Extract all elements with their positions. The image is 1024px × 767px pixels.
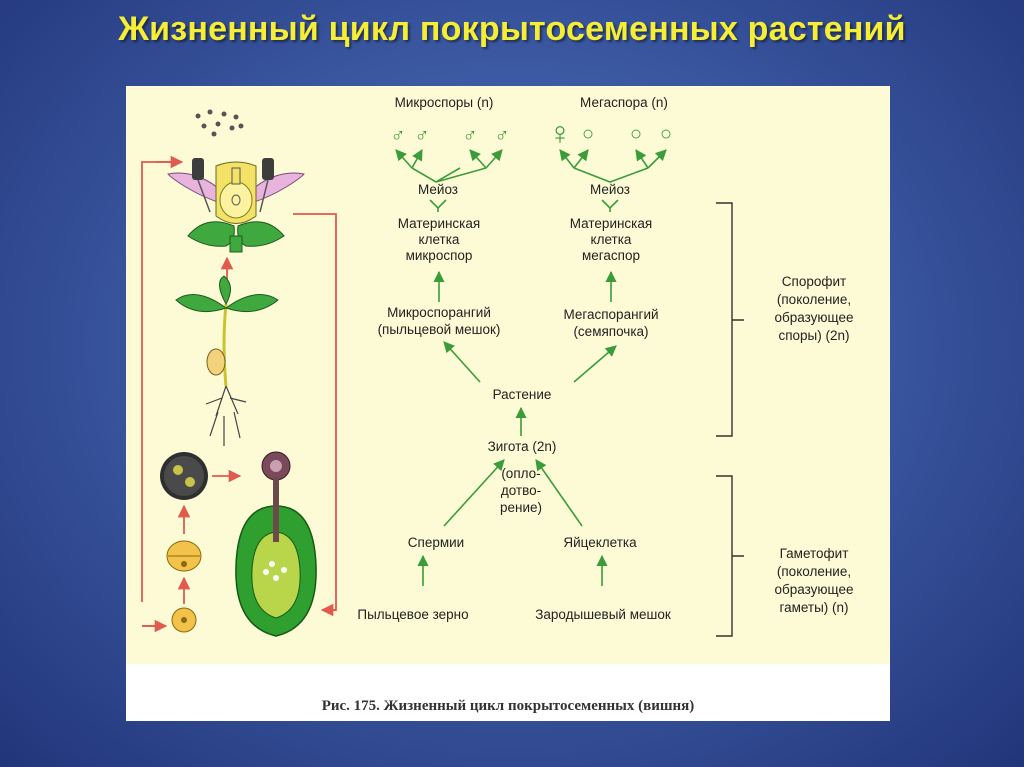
meiosis-fork-right [601, 199, 619, 212]
svg-text:Материнская: Материнская [398, 216, 480, 231]
svg-text:Материнская: Материнская [570, 216, 652, 231]
label-pollen-grain: Пыльцевое зерно [357, 607, 468, 622]
label-gametophyte: Гаметофит (поколение, образующее гаметы)… [775, 546, 854, 615]
label-megaspore: Мегаспора (n) [580, 95, 668, 110]
meiosis-branch-arrows [395, 149, 667, 183]
svg-text:(поколение,: (поколение, [777, 292, 851, 307]
label-meiosis-left: Мейоз [418, 182, 458, 197]
label-egg: Яйцеклетка [563, 535, 637, 550]
label-sporophyte: Спорофит (поколение, образующее споры) (… [775, 274, 854, 343]
meiosis-fork-left [429, 199, 447, 212]
svg-text:образующее: образующее [775, 310, 854, 325]
svg-text:дотво-: дотво- [501, 483, 541, 498]
svg-text:(поколение,: (поколение, [777, 564, 851, 579]
svg-text:♀: ♀ [548, 115, 572, 151]
arrow-egg-to-zygote [535, 459, 583, 527]
svg-text:♂: ♂ [391, 125, 406, 147]
slide-title: Жизненный цикл покрытосеменных растений [118, 10, 906, 48]
label-sperm: Спермии [408, 535, 464, 550]
label-embryo-sac: Зародышевый мешок [535, 607, 671, 622]
svg-text:Мегаспорангий: Мегаспорангий [563, 307, 658, 322]
gametophyte-bracket [716, 475, 744, 637]
label-microsporangium: Микроспорангий (пыльцевой мешок) [378, 305, 501, 337]
svg-text:Гаметофит: Гаметофит [780, 546, 849, 561]
microspore-illustration [171, 607, 197, 633]
caption-band [126, 664, 890, 721]
svg-text:клетка: клетка [419, 232, 460, 247]
pollen-tetrad-illustration [166, 540, 202, 572]
svg-text:♂: ♂ [495, 125, 510, 147]
seedling-illustration [175, 275, 279, 446]
svg-text:клетка: клетка [591, 232, 632, 247]
label-megasporangium: Мегаспорангий (семяпочка) [563, 307, 658, 339]
figure-caption: Рис. 175. Жизненный цикл покрытосеменных… [321, 698, 695, 714]
megaspore-symbols: ♀ ○ ○ ○ [548, 115, 672, 151]
arrow-sperm-to-zygote [443, 459, 505, 527]
life-cycle-diagram: Микроспоры (n) Мегаспора (n) ♂ ♂ ♂ ♂ ♀ ○… [141, 95, 854, 637]
flower-illustration [167, 158, 305, 253]
svg-text:образующее: образующее [775, 582, 854, 597]
svg-text:споры) (2n): споры) (2n) [778, 328, 849, 343]
label-mega-mother-cell: Материнская клетка мегаспор [570, 216, 652, 263]
label-microspores: Микроспоры (n) [395, 95, 494, 110]
svg-text:○: ○ [630, 123, 642, 145]
svg-text:гаметы) (n): гаметы) (n) [779, 600, 848, 615]
svg-text:Спорофит: Спорофит [782, 274, 846, 289]
svg-text:Микроспорангий: Микроспорангий [387, 305, 491, 320]
pollen-grain-mature-illustration [160, 452, 208, 500]
microspore-symbols: ♂ ♂ ♂ ♂ [391, 125, 510, 147]
seeds-scatter [195, 109, 244, 137]
svg-text:♂: ♂ [415, 125, 430, 147]
svg-text:(семяпочка): (семяпочка) [573, 324, 648, 339]
svg-text:○: ○ [660, 123, 672, 145]
arrow-plant-to-microsporangium [443, 341, 481, 383]
svg-text:○: ○ [582, 123, 594, 145]
svg-text:♂: ♂ [463, 125, 478, 147]
svg-text:рение): рение) [500, 500, 542, 515]
label-zygote: Зигота (2n) [488, 439, 557, 454]
svg-text:микроспор: микроспор [406, 248, 473, 263]
svg-text:(опло-: (опло- [501, 466, 540, 481]
svg-text:мегаспор: мегаспор [582, 248, 640, 263]
label-micro-mother-cell: Материнская клетка микроспор [398, 216, 480, 263]
label-plant: Растение [493, 387, 552, 402]
label-fertilization: (опло- дотво- рение) [500, 466, 542, 515]
ovule-illustration [235, 451, 317, 637]
arrow-plant-to-megasporangium [573, 345, 617, 383]
label-meiosis-right: Мейоз [590, 182, 630, 197]
life-cycle-figure: Рис. 175. Жизненный цикл покрытосеменных… [126, 86, 890, 721]
sporophyte-bracket [716, 202, 744, 437]
svg-text:(пыльцевой мешок): (пыльцевой мешок) [378, 322, 501, 337]
